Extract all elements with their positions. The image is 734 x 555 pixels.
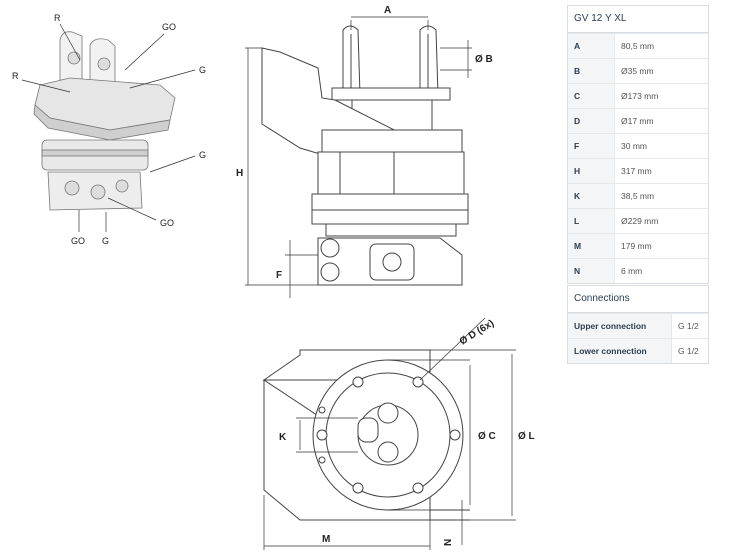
bottom-label-c: Ø C — [478, 431, 496, 442]
spec-key: C — [568, 84, 615, 108]
spec-row-c: C Ø173 mm — [568, 83, 708, 108]
iso-label-r-left: R — [12, 71, 19, 81]
iso-label-g-bottom: G — [102, 236, 109, 246]
spec-row-n: N 6 mm — [568, 258, 708, 283]
bottom-label-n: N — [443, 539, 454, 546]
spec-row-m: M 179 mm — [568, 233, 708, 258]
connections-table: Connections Upper connection G 1/2 Lower … — [567, 285, 709, 364]
side-label-a: A — [384, 5, 391, 16]
side-label-h: H — [236, 168, 243, 179]
spec-row-f: F 30 mm — [568, 133, 708, 158]
iso-label-go-bottom-left: GO — [71, 236, 85, 246]
side-view: A Ø B H F — [236, 5, 493, 298]
spec-row-a: A 80,5 mm — [568, 33, 708, 58]
iso-label-r-top: R — [54, 13, 61, 23]
spec-value: Ø229 mm — [621, 216, 659, 226]
spec-key: H — [568, 159, 615, 183]
bottom-label-k: K — [279, 432, 287, 443]
iso-label-go-top: GO — [162, 22, 176, 32]
bottom-label-d: Ø D (6x) — [458, 318, 496, 348]
connection-value: G 1/2 — [678, 346, 699, 356]
spec-row-h: H 317 mm — [568, 158, 708, 183]
connection-key: Lower connection — [568, 339, 672, 363]
spec-table: GV 12 Y XL A 80,5 mm B Ø35 mm C Ø173 mm D Ø1… — [567, 5, 709, 284]
spec-value: Ø17 mm — [621, 116, 654, 126]
spec-row-d: D Ø17 mm — [568, 108, 708, 133]
iso-label-g-right1: G — [199, 65, 206, 75]
bottom-view: Ø D (6x) Ø C Ø L K M N — [262, 317, 535, 550]
spec-key: L — [568, 209, 615, 233]
connection-row-lower: Lower connection G 1/2 — [568, 338, 708, 363]
spec-value: Ø35 mm — [621, 66, 654, 76]
connections-table-title: Connections — [568, 286, 708, 313]
spec-key: A — [568, 34, 615, 58]
spec-row-l: L Ø229 mm — [568, 208, 708, 233]
spec-value: 80,5 mm — [621, 41, 655, 51]
spec-table-title: GV 12 Y XL — [568, 6, 708, 33]
spec-key: D — [568, 109, 615, 133]
spec-key: B — [568, 59, 615, 83]
connection-row-upper: Upper connection G 1/2 — [568, 313, 708, 338]
spec-value: 38,5 mm — [621, 191, 655, 201]
connection-value: G 1/2 — [678, 321, 699, 331]
spec-row-b: B Ø35 mm — [568, 58, 708, 83]
isometric-view: R GO G R G GO GO G — [12, 13, 206, 246]
side-label-b: Ø B — [475, 54, 493, 65]
side-label-f: F — [276, 270, 282, 281]
iso-label-g-right2: G — [199, 150, 206, 160]
connection-key: Upper connection — [568, 314, 672, 338]
bottom-label-l: Ø L — [518, 431, 535, 442]
spec-key: N — [568, 259, 615, 283]
spec-key: K — [568, 184, 615, 208]
spec-value: 6 mm — [621, 266, 643, 276]
spec-value: 30 mm — [621, 141, 647, 151]
spec-key: F — [568, 134, 615, 158]
spec-key: M — [568, 234, 615, 258]
spec-row-k: K 38,5 mm — [568, 183, 708, 208]
spec-value: 317 mm — [621, 166, 652, 176]
spec-value: Ø173 mm — [621, 91, 659, 101]
iso-label-go-bottom-right: GO — [160, 218, 174, 228]
bottom-label-m: M — [322, 534, 330, 545]
spec-value: 179 mm — [621, 241, 652, 251]
